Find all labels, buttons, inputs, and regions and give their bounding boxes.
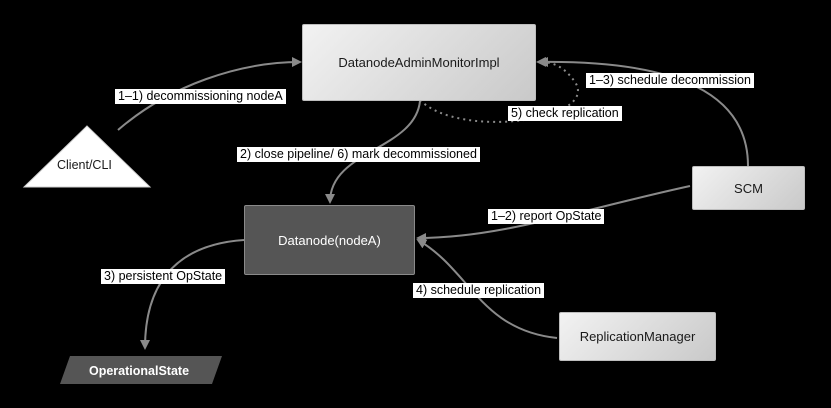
scm-node-label: SCM [734,180,763,196]
replication-manager-node[interactable]: ReplicationManager [559,312,716,361]
monitor-node[interactable]: DatanodeAdminMonitorImpl [302,24,536,101]
edge-label-report-opstate: 1–2) report OpState [488,209,605,224]
operational-state-shape [60,356,222,384]
edge-label-check-replication: 5) check replication [508,106,622,121]
edge-label-close-pipeline: 2) close pipeline/ 6) mark decommissione… [237,147,480,162]
datanode-node[interactable]: Datanode(nodeA) [244,205,415,275]
datanode-node-label: Datanode(nodeA) [278,232,381,248]
edge-label-schedule-decommission: 1–3) schedule decommission [586,73,754,88]
monitor-node-label: DatanodeAdminMonitorImpl [338,55,500,70]
client-shape [22,125,152,188]
replication-manager-node-label: ReplicationManager [579,329,696,344]
edge-label-decommissioning: 1–1) decommissioning nodeA [115,89,286,104]
operational-state-label: OperationalState [89,364,190,378]
edge-label-persistent-opstate: 3) persistent OpState [101,269,226,284]
edge-label-schedule-replication: 4) schedule replication [413,283,545,298]
edge-check-replication [419,57,579,123]
client-node-label: Client/CLI [57,158,112,172]
scm-node[interactable]: SCM [692,166,805,210]
edge-decommissioning [117,57,302,131]
edge-persistent-opstate [140,239,245,350]
